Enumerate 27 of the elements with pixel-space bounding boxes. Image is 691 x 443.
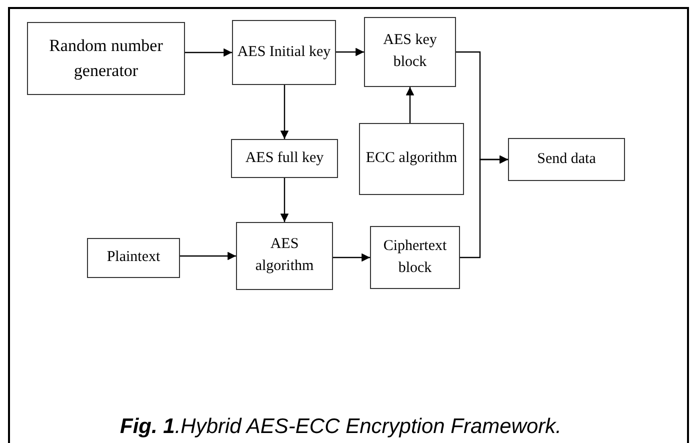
box-label: Ciphertext block [382,236,448,278]
arrow [280,85,289,139]
box-label: Plaintext [106,248,160,268]
process-box [370,226,460,289]
box-label: Send data [537,150,596,169]
arrow [336,48,364,56]
box-label: Random number generator [48,34,164,82]
process-box [364,17,456,87]
box-label: ECC algorithm [366,149,458,168]
figure-caption: Fig. 1.Hybrid AES-ECC Encryption Framework. [120,414,562,440]
arrow [406,87,414,123]
arrow [333,253,370,262]
process-box [87,238,180,278]
process-box [27,22,185,95]
arrow [185,48,232,57]
process-box [359,123,464,195]
process-box [232,20,336,85]
box-label: AES Initial key [237,42,331,62]
process-box [236,222,333,290]
arrow [180,252,236,260]
process-box [231,139,338,178]
process-box [508,138,625,181]
box-label: AES full key [245,148,324,168]
arrow [280,178,289,222]
box-label: AES algorithm [254,235,315,276]
box-label: AES key block [382,31,438,72]
arrow [460,155,508,258]
